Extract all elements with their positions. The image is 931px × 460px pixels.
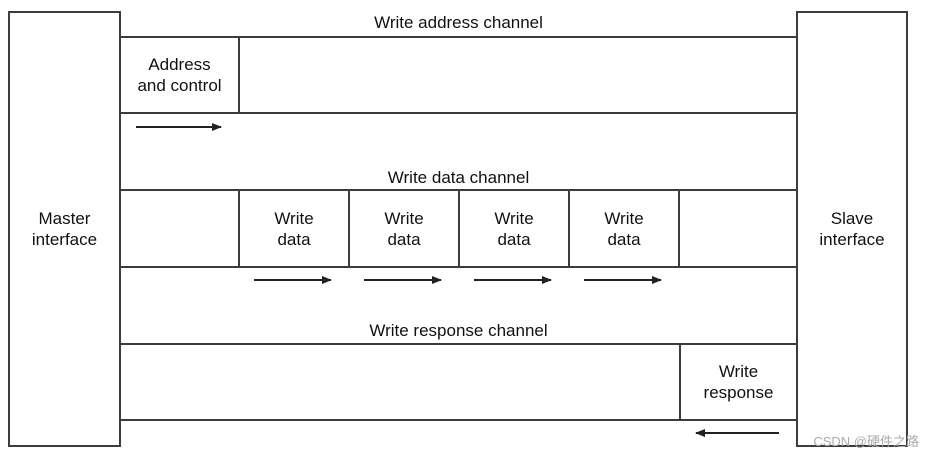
write-response-channel-lane: Write response: [119, 343, 798, 421]
address-and-control-label: Address and control: [121, 54, 238, 96]
master-interface-label-line1: Master: [38, 209, 91, 228]
address-and-control-label-line2: and control: [137, 76, 222, 95]
write-data-channel-lane: Write data Write data Write data Write d…: [119, 189, 798, 268]
write-data-label-2: Write data: [350, 208, 458, 250]
write-data-block-1: Write data: [238, 189, 350, 268]
address-and-control-block: Address and control: [119, 36, 240, 114]
write-data-label-2-line2: data: [387, 229, 421, 249]
write-data-label-3-line2: data: [497, 229, 531, 249]
write-response-channel-title: Write response channel: [369, 321, 548, 340]
write-data-label-3: Write data: [460, 208, 568, 250]
master-interface-label-line2: interface: [31, 230, 98, 249]
write-response-label-line1: Write: [718, 362, 759, 381]
slave-interface-label-line2: interface: [819, 230, 885, 249]
write-response-label-line2: response: [703, 383, 774, 402]
write-data-label-1: Write data: [240, 208, 348, 250]
write-data-label-4-line2: data: [607, 229, 641, 249]
slave-interface-label: Slave interface: [798, 208, 906, 250]
slave-interface-box: Slave interface: [796, 11, 908, 447]
write-data-channel-title: Write data channel: [387, 168, 530, 187]
write-data-label-4: Write data: [570, 208, 678, 250]
slave-interface-label-line1: Slave: [830, 209, 874, 228]
write-data-block-4: Write data: [568, 189, 680, 268]
write-data-label-1-line1: Write: [274, 208, 314, 228]
write-response-block: Write response: [679, 343, 798, 421]
write-address-channel-lane: Address and control: [119, 36, 798, 114]
write-address-channel-title: Write address channel: [374, 13, 543, 32]
write-response-label: Write response: [681, 361, 796, 403]
address-and-control-label-line1: Address: [148, 55, 211, 74]
watermark-text: CSDN @硬件之路: [813, 434, 919, 449]
write-data-label-3-line1: Write: [494, 208, 534, 228]
write-data-block-3: Write data: [458, 189, 570, 268]
write-data-label-2-line1: Write: [384, 208, 424, 228]
write-data-block-2: Write data: [348, 189, 460, 268]
master-interface-label: Master interface: [10, 208, 119, 250]
write-data-label-4-line1: Write: [604, 208, 644, 228]
master-interface-box: Master interface: [8, 11, 121, 447]
write-data-label-1-line2: data: [277, 229, 311, 249]
